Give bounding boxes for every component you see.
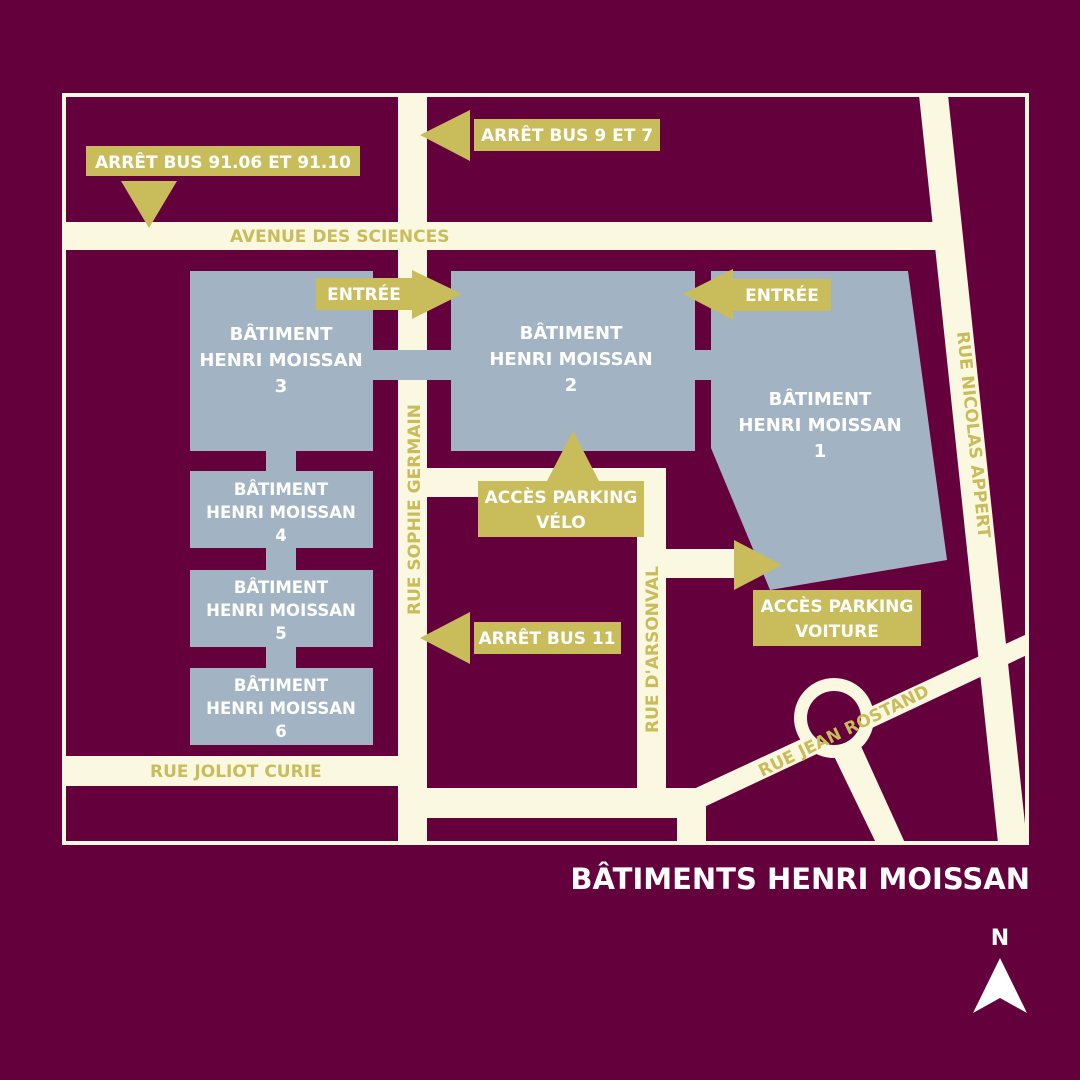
building-5	[190, 570, 373, 647]
building-4-line1: BÂTIMENT	[234, 480, 329, 499]
building-3-line2: HENRI MOISSAN	[199, 350, 362, 371]
marker-entree-left: ENTRÉE	[316, 270, 462, 319]
parking-velo-box	[478, 481, 644, 537]
marker-bus-91-06: ARRÊT BUS 91.06 ET 91.10	[86, 146, 360, 228]
parking-voiture-line2: VOITURE	[795, 622, 879, 642]
building-6-line2: HENRI MOISSAN	[206, 699, 356, 718]
building-3-line1: BÂTIMENT	[230, 323, 334, 345]
parking-voiture-box	[753, 590, 921, 646]
north-arrow-icon	[973, 958, 1027, 1013]
entrance-arrow-right-icon	[412, 270, 462, 319]
street-avenue-des-sciences: AVENUE DES SCIENCES	[230, 227, 449, 247]
road-roundabout-spoke	[832, 744, 905, 843]
building-1-label: BÂTIMENT HENRI MOISSAN 1	[738, 388, 901, 462]
road-voiture-access	[661, 549, 741, 578]
building-6-line1: BÂTIMENT	[234, 676, 329, 695]
map-title: BÂTIMENTS HENRI MOISSAN	[570, 862, 1030, 896]
bike-parking-arrow-up-icon	[547, 431, 599, 481]
connector-2-1	[694, 350, 714, 380]
buildings	[190, 271, 947, 745]
street-rue-darsonval: RUE D'ARSONVAL	[643, 566, 663, 733]
building-1-line2: HENRI MOISSAN	[738, 415, 901, 436]
building-3-label: BÂTIMENT HENRI MOISSAN 3	[199, 323, 362, 397]
building-5-line2: HENRI MOISSAN	[206, 601, 356, 620]
entree-left-box	[316, 278, 412, 310]
bus-9-7-box	[474, 119, 660, 151]
building-6-label: BÂTIMENT HENRI MOISSAN 6	[206, 676, 356, 741]
connector-4-5	[266, 546, 296, 572]
marker-bus-11: ARRÊT BUS 11	[420, 612, 621, 664]
bus-stop-arrow-down-icon	[121, 181, 177, 228]
parking-velo-line1: ACCÈS PARKING	[485, 486, 638, 508]
building-4-number: 4	[275, 526, 286, 545]
bus-11-arrow-left-icon	[420, 612, 470, 664]
road-rue-joliot-curie	[64, 756, 404, 786]
building-1-number: 1	[814, 441, 827, 462]
building-2-label: BÂTIMENT HENRI MOISSAN 2	[489, 322, 652, 396]
bus-91-06-box	[86, 146, 360, 176]
connector-5-6	[266, 646, 296, 670]
building-1	[711, 271, 947, 590]
entree-right-label: ENTRÉE	[745, 284, 819, 306]
bus-11-box	[474, 622, 621, 654]
building-1-line1: BÂTIMENT	[769, 388, 873, 410]
map-frame	[62, 93, 1029, 845]
parking-velo-line2: VÉLO	[536, 511, 585, 533]
road-avenue-des-sciences	[64, 222, 944, 250]
entree-right-box	[733, 279, 831, 311]
building-5-number: 5	[275, 624, 286, 643]
street-rue-joliot-curie: RUE JOLIOT CURIE	[150, 762, 322, 782]
street-rue-sophie-germain: RUE SOPHIE GERMAIN	[405, 404, 425, 615]
building-5-line1: BÂTIMENT	[234, 578, 329, 597]
parking-voiture-line1: ACCÈS PARKING	[761, 595, 914, 617]
building-6	[190, 668, 373, 745]
building-5-label: BÂTIMENT HENRI MOISSAN 5	[206, 578, 356, 643]
building-4-label: BÂTIMENT HENRI MOISSAN 4	[206, 480, 356, 545]
building-4-line2: HENRI MOISSAN	[206, 503, 356, 522]
car-parking-arrow-right-icon	[734, 540, 782, 590]
building-6-number: 6	[275, 722, 286, 741]
bus-9-7-label: ARRÊT BUS 9 ET 7	[481, 124, 653, 146]
building-2-line2: HENRI MOISSAN	[489, 349, 652, 370]
building-2	[451, 271, 695, 451]
building-2-line1: BÂTIMENT	[520, 322, 624, 344]
marker-parking-voiture: ACCÈS PARKING VOITURE	[734, 540, 921, 646]
building-4	[190, 471, 373, 548]
connector-3-2	[372, 350, 452, 380]
north-label: N	[990, 926, 1010, 951]
bus-91-06-label: ARRÊT BUS 91.06 ET 91.10	[95, 151, 351, 173]
marker-parking-velo: ACCÈS PARKING VÉLO	[478, 431, 644, 537]
marker-bus-9-7: ARRÊT BUS 9 ET 7	[420, 110, 660, 161]
bus-11-label: ARRÊT BUS 11	[478, 627, 615, 649]
road-rue-sophie-germain	[398, 95, 427, 843]
entrance-arrow-left-icon	[683, 269, 733, 320]
roundabout-center	[807, 691, 861, 745]
marker-entree-right: ENTRÉE	[683, 269, 831, 320]
bus-stop-arrow-left-icon	[420, 110, 470, 161]
entree-left-label: ENTRÉE	[327, 283, 401, 305]
building-2-number: 2	[565, 375, 578, 396]
building-3-number: 3	[275, 376, 288, 397]
